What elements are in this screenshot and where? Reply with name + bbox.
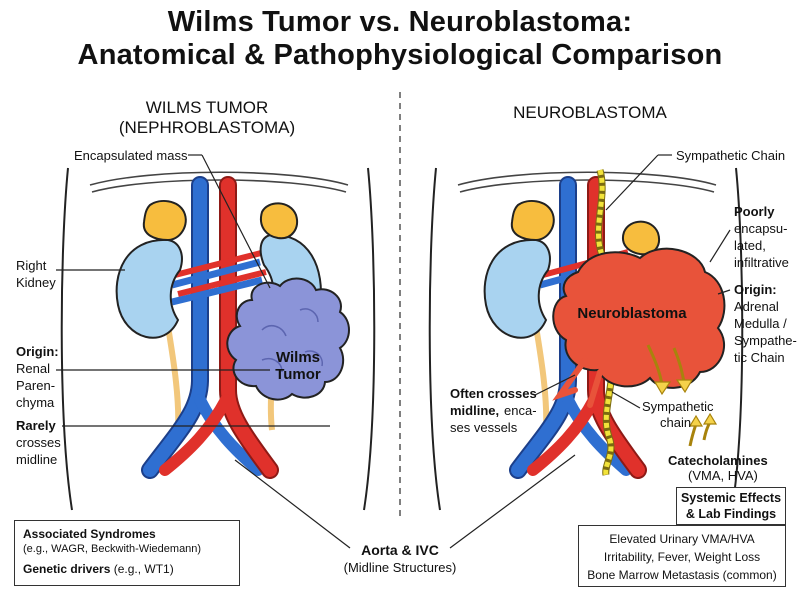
title-line-1: Wilms Tumor vs. Neuroblastoma:: [167, 6, 633, 38]
wilms-tumor-label-1: Wilms: [276, 349, 320, 366]
neuroblastoma-origin-label: Origin:: [734, 282, 777, 297]
crosses-midline-text-2: enca-: [504, 403, 537, 418]
sympathetic-chain-top-label: Sympathetic Chain: [676, 148, 785, 163]
rarely-label: Rarely: [16, 418, 57, 433]
wilms-tumor-mass: [226, 277, 350, 401]
left-renal-vein: [171, 258, 261, 289]
wilms-heading-1: WILMS TUMOR: [146, 98, 268, 117]
syndromes-label: Associated Syndromes: [23, 527, 156, 541]
wilms-tumor-label-2: Tumor: [275, 366, 321, 383]
left-panel: Wilms Tumor WILMS TUMOR (NEPHROBLASTOMA)…: [16, 98, 376, 511]
genetic-drivers-label: Genetic drivers: [23, 562, 111, 576]
right-left-adrenal: [622, 220, 660, 256]
finding-3: Bone Marrow Metastasis (common): [587, 568, 777, 582]
right-body-outline-left: [428, 167, 441, 511]
left-right-adrenal: [142, 199, 187, 242]
left-diaphragm-line: [89, 171, 349, 186]
neuroblastoma-origin-1: Adrenal: [734, 299, 779, 314]
wilms-origin-text-2: Paren-: [16, 378, 55, 393]
left-aorta: [221, 178, 277, 477]
neuroblastoma-origin-3: Sympathe-: [734, 333, 797, 348]
left-renal-artery: [174, 249, 266, 278]
rarely-text-2: midline: [16, 452, 57, 467]
systemic-effects-header: Systemic Effects & Lab Findings: [676, 487, 786, 525]
right-diaphragm-line: [457, 171, 717, 186]
systemic-effects-line-2: & Lab Findings: [685, 507, 777, 521]
poorly-text-2: lated,: [734, 238, 766, 253]
associated-syndromes-box: Associated Syndromes (e.g., WAGR, Beckwi…: [14, 520, 240, 586]
catecholamines-sub: (VMA, HVA): [688, 468, 758, 483]
genetic-drivers-text: (e.g., WT1): [113, 562, 174, 576]
left-body-outline-right: [363, 167, 376, 511]
crosses-midline-text-3: ses vessels: [450, 420, 518, 435]
finding-2: Irritability, Fever, Weight Loss: [603, 550, 761, 564]
title-line-2: Anatomical & Pathophysiological Comparis…: [77, 39, 723, 71]
left-ivc: [143, 178, 207, 477]
systemic-effects-line-1: Systemic Effects: [680, 491, 782, 505]
wilms-origin-text-3: chyma: [16, 395, 55, 410]
rarely-text-1: crosses: [16, 435, 61, 450]
right-right-adrenal: [510, 199, 555, 242]
sympathetic-chain-mid-label-2: chain: [660, 415, 691, 430]
poorly-text-3: infiltrative: [734, 255, 789, 270]
neuroblastoma-label: Neuroblastoma: [577, 305, 687, 322]
left-right-kidney: [115, 238, 183, 339]
sympathetic-chain-mid-label-1: Sympathetic: [642, 399, 714, 414]
crosses-midline-label-1: Often crosses: [450, 386, 537, 401]
right-body-outline-right: [731, 167, 744, 511]
left-body-outline-left: [60, 167, 73, 511]
catecholamines-label: Catecholamines: [668, 453, 768, 468]
right-panel: Neuroblastoma NEUROBLASTOMA Sympathetic …: [428, 103, 797, 511]
encapsulated-mass-label: Encapsulated mass: [74, 148, 188, 163]
finding-1: Elevated Urinary VMA/HVA: [609, 532, 755, 546]
poorly-text-1: encapsu-: [734, 221, 787, 236]
page-title: Wilms Tumor vs. Neuroblastoma: Anatomica…: [0, 6, 800, 72]
right-right-kidney: [483, 238, 551, 339]
aorta-ivc-callout: Aorta & IVC (Midline Structures): [234, 454, 576, 575]
wilms-heading-2: (NEPHROBLASTOMA): [119, 118, 295, 137]
aorta-ivc-sub: (Midline Structures): [344, 560, 457, 575]
right-kidney-label-1: Right: [16, 258, 47, 273]
wilms-origin-label: Origin:: [16, 344, 59, 359]
aorta-ivc-label: Aorta & IVC: [361, 542, 439, 558]
neuroblastoma-origin-4: tic Chain: [734, 350, 785, 365]
neuroblastoma-heading: NEUROBLASTOMA: [513, 103, 667, 122]
right-kidney-label-2: Kidney: [16, 275, 56, 290]
neuroblastoma-origin-2: Medulla /: [734, 316, 787, 331]
wilms-origin-text-1: Renal: [16, 361, 50, 376]
crosses-midline-label-2: midline,: [450, 403, 499, 418]
syndromes-text: (e.g., WAGR, Beckwith-Wiedemann): [23, 543, 202, 555]
lab-findings-box: Elevated Urinary VMA/HVA Irritability, F…: [578, 525, 786, 587]
poorly-label: Poorly: [734, 204, 775, 219]
left-left-adrenal: [260, 202, 298, 240]
